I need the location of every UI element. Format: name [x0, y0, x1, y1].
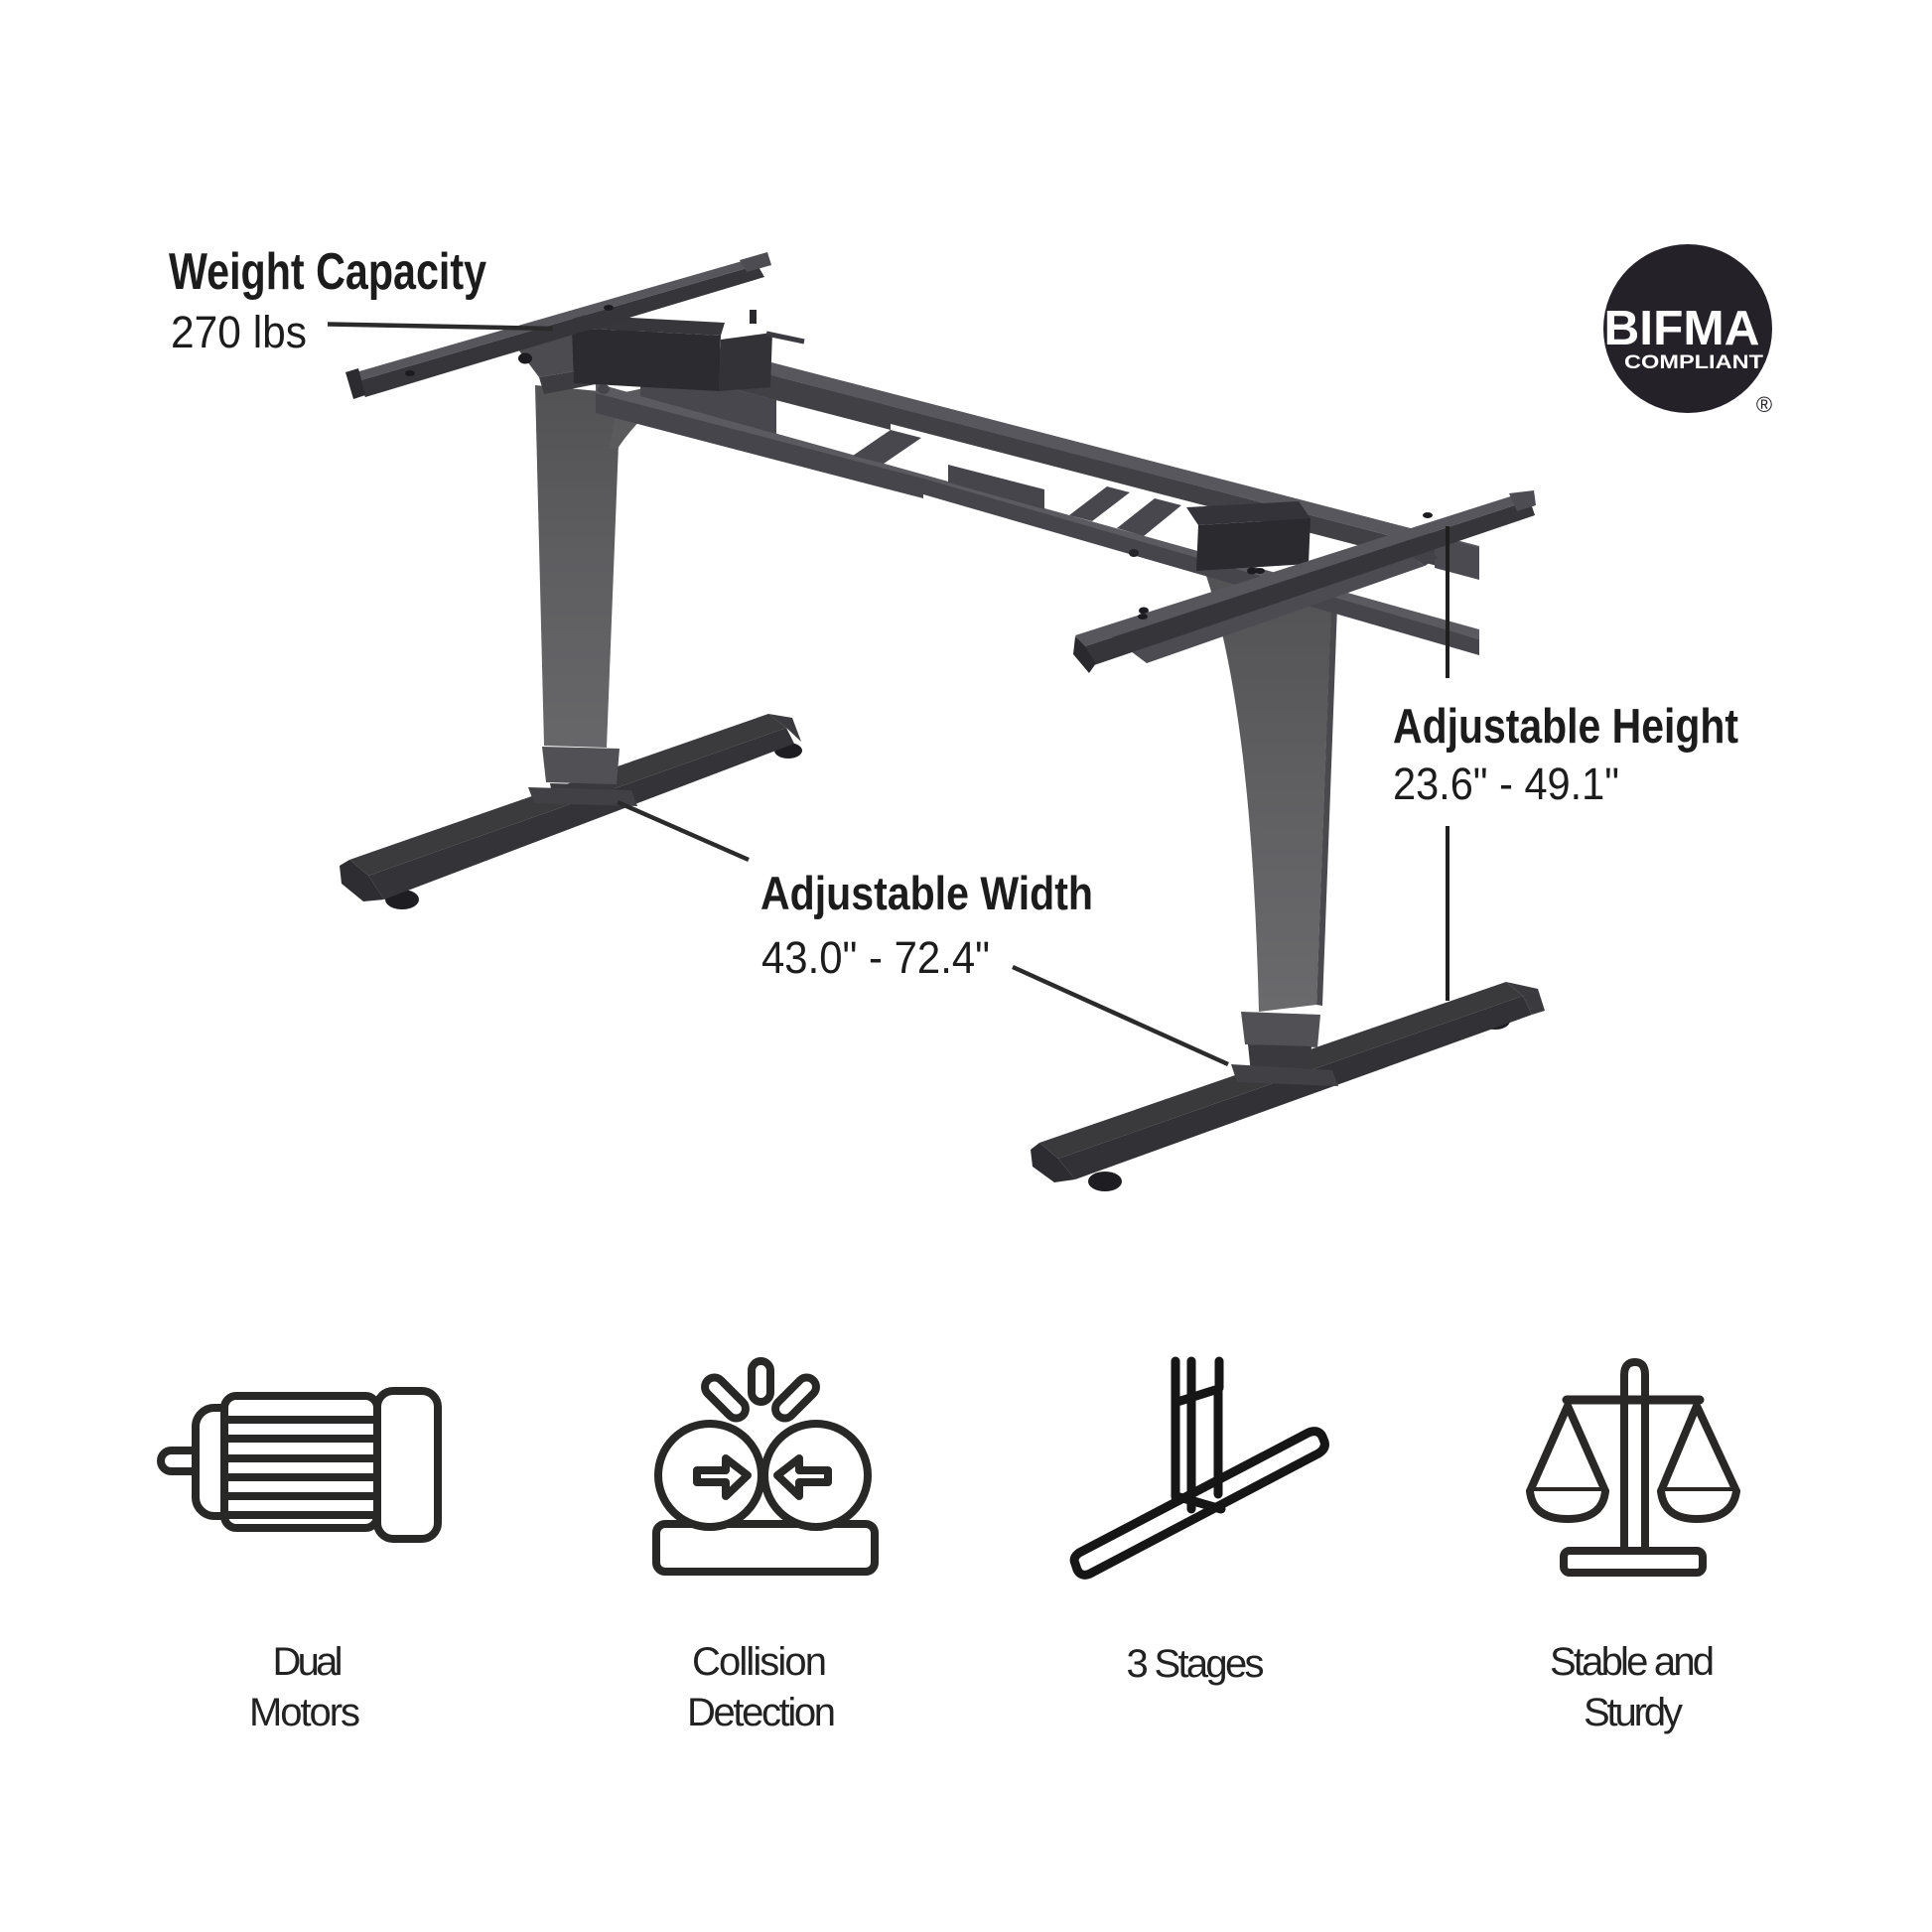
- svg-text:Weight Capacity: Weight Capacity: [169, 243, 486, 301]
- svg-text:®: ®: [1756, 392, 1772, 417]
- svg-text:Sturdy: Sturdy: [1584, 1691, 1683, 1734]
- svg-text:Stable and: Stable and: [1550, 1640, 1715, 1684]
- svg-text:COMPLIANT: COMPLIANT: [1624, 352, 1763, 373]
- svg-text:Adjustable Height: Adjustable Height: [1393, 700, 1738, 754]
- svg-text:43.0" - 72.4": 43.0" - 72.4": [761, 932, 990, 983]
- svg-text:23.6" - 49.1": 23.6" - 49.1": [1393, 759, 1619, 809]
- svg-text:Collision: Collision: [692, 1640, 827, 1684]
- svg-text:BIFMA: BIFMA: [1604, 302, 1760, 355]
- svg-text:Motors: Motors: [249, 1691, 360, 1734]
- svg-text:270 lbs: 270 lbs: [171, 307, 307, 357]
- svg-text:Detection: Detection: [687, 1691, 836, 1734]
- svg-text:Dual: Dual: [273, 1640, 344, 1684]
- svg-text:Adjustable Width: Adjustable Width: [760, 867, 1093, 919]
- svg-text:3 Stages: 3 Stages: [1127, 1642, 1265, 1686]
